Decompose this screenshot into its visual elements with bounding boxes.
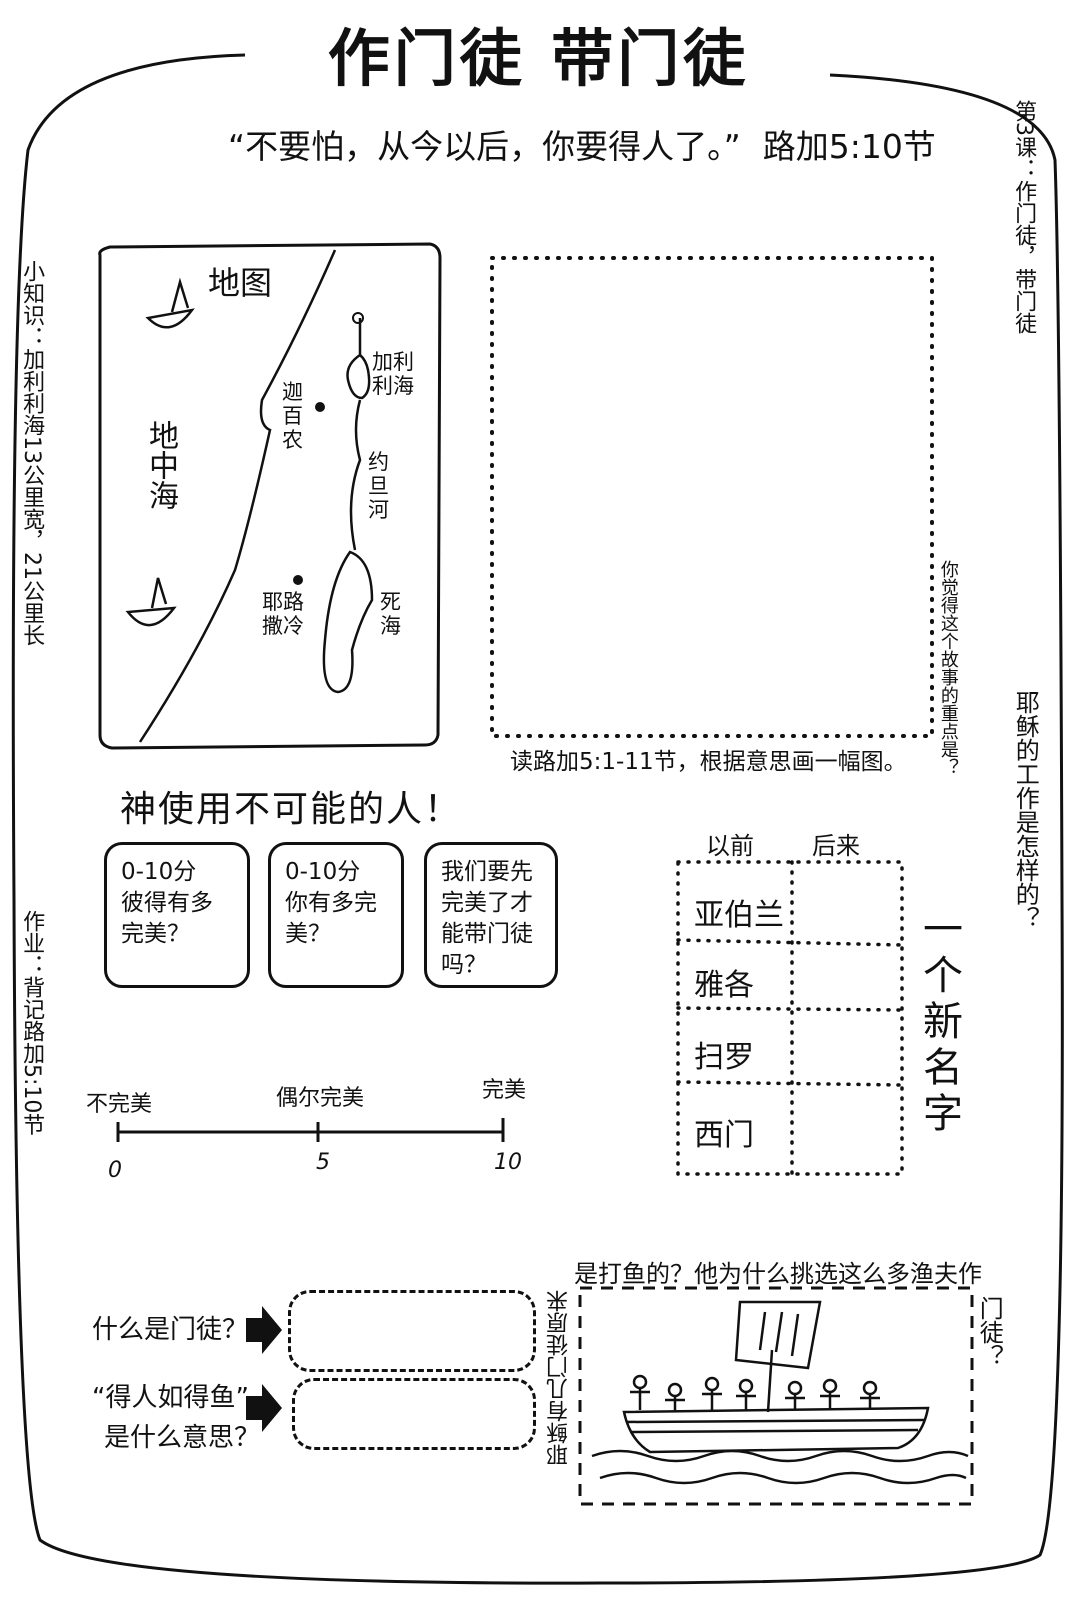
- coastline: [138, 249, 337, 743]
- sailboat-icon: [125, 277, 195, 627]
- memory-verse: “不要怕，从今以后，你要得人了。” 路加5:10节: [228, 120, 936, 168]
- boat-left-text: 耶稣有几门徒原来: [547, 1290, 572, 1466]
- question-what-is-disciple: 什么是门徒？: [92, 1315, 249, 1345]
- scale-tick-10: 10: [494, 1150, 522, 1175]
- map-label-capernaum: 迦百农: [282, 380, 303, 453]
- drawing-caption: 读路加5:1-11节，根据意思画一幅图。: [510, 749, 907, 775]
- sea-of-galilee: [346, 318, 371, 400]
- question-box-you: 0-10分 你有多完美？: [268, 842, 404, 988]
- map-label-jordan: 约旦河: [368, 450, 389, 523]
- dead-sea: [322, 550, 374, 694]
- arrow-right-icon: [246, 1306, 282, 1354]
- arrow-right-icon: [246, 1384, 282, 1432]
- question-box-peter: 0-10分 彼得有多完美？: [104, 842, 250, 988]
- verse-quote: “不要怕，从今以后，你要得人了。”: [228, 127, 741, 166]
- grid-name-jacob: 雅各: [694, 968, 754, 1003]
- scale-label-sometimes: 偶尔完美: [276, 1086, 365, 1111]
- verse-reference: 路加5:10节: [762, 127, 936, 166]
- scale-tick-5: 5: [316, 1150, 330, 1175]
- jordan-river: [349, 399, 362, 551]
- lesson-label: 第3课：作门徒，带门徒: [1011, 100, 1037, 334]
- drawing-area: [490, 256, 934, 738]
- headline: 神使用不可能的人！: [120, 789, 463, 830]
- side-question: 耶稣的工作是怎样的？: [1011, 690, 1040, 930]
- fishing-boat-icon: [591, 1300, 969, 1485]
- map-label-mediterranean: 地中海: [143, 420, 178, 510]
- map-label-jerusalem: 耶路撒冷: [262, 590, 304, 639]
- boat-drawing-box: [578, 1286, 974, 1506]
- question-fishers-line2: 是什么意思？: [104, 1423, 261, 1453]
- names-grid-lines: [676, 860, 904, 1176]
- map-label-galilee: 加利利海: [372, 350, 414, 399]
- grid-name-saul: 扫罗: [694, 1040, 754, 1075]
- scale-label-perfect: 完美: [482, 1078, 527, 1103]
- map-frame: [98, 242, 442, 750]
- grid-name-abram: 亚伯兰: [694, 898, 784, 933]
- map-label-dead-sea: 死海: [380, 590, 401, 639]
- homework-note: 作业：背记路加5:10节: [19, 910, 45, 1136]
- fact-note: 小知识：加利利海13公里宽，21公里长: [19, 260, 45, 646]
- grid-name-simon: 西门: [694, 1118, 754, 1153]
- answer-box-fishers[interactable]: [292, 1378, 536, 1450]
- grid-header-before: 以前: [706, 832, 754, 860]
- scale-tick-0: 0: [108, 1158, 122, 1183]
- map-title: 地图: [208, 264, 273, 302]
- perfection-scale: [116, 1118, 505, 1142]
- answer-box-disciple[interactable]: [288, 1290, 536, 1372]
- grid-header-after: 后来: [812, 832, 860, 860]
- boat-top-text: 是打鱼的？他为什么挑选这么多渔夫作: [574, 1260, 982, 1288]
- drawing-side-caption: 你觉得这个故事的重点是？: [937, 560, 959, 776]
- question-box-perfect-first: 我们要先完美了才能带门徒吗？: [424, 842, 558, 988]
- question-fishers-line1: “得人如得鱼”: [92, 1383, 249, 1413]
- page-title: 作门徒 带门徒: [327, 22, 750, 95]
- new-name-label: 一个新名字: [916, 908, 962, 1138]
- boat-right-text: 门徒？: [975, 1296, 1004, 1368]
- scale-label-imperfect: 不完美: [86, 1092, 153, 1117]
